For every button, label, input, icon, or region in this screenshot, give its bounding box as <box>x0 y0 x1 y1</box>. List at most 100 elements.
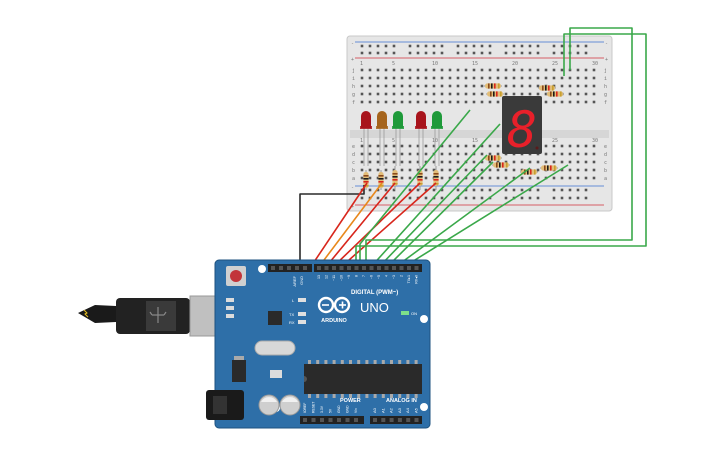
breadboard-hole <box>440 152 444 156</box>
header-hole[interactable] <box>271 266 275 270</box>
display-digit: 8 <box>507 101 537 159</box>
header-hole[interactable] <box>279 266 283 270</box>
breadboard-hole <box>368 144 372 148</box>
digital-pin-hole[interactable] <box>384 266 389 270</box>
breadboard-hole <box>512 84 516 88</box>
digital-pin-hole[interactable] <box>369 266 374 270</box>
analog-pin-hole[interactable] <box>397 418 402 422</box>
power-pin-hole[interactable] <box>328 418 333 422</box>
usb-cable[interactable] <box>78 295 231 337</box>
wire-pin13[interactable] <box>309 182 368 269</box>
wire-pin3[interactable] <box>393 167 531 269</box>
bottom-pin-holes[interactable] <box>303 418 419 422</box>
wire-pin5[interactable] <box>377 154 488 269</box>
rail-plus-label-bottom: + <box>351 204 354 210</box>
reset-button-cap[interactable] <box>230 270 242 282</box>
row-letter: b <box>604 168 607 174</box>
breadboard-hole <box>560 84 564 88</box>
digital-pin-hole[interactable] <box>317 266 321 270</box>
breadboard-hole <box>576 188 580 192</box>
breadboard-hole <box>424 68 428 72</box>
breadboard-hole <box>360 144 364 148</box>
breadboard-hole <box>448 144 452 148</box>
breadboard-hole <box>552 68 556 72</box>
center-channel <box>350 130 609 138</box>
digital-pin-hole[interactable] <box>354 266 359 270</box>
chip-leg <box>357 360 361 364</box>
breadboard-hole <box>400 176 404 180</box>
mount-hole <box>258 265 266 273</box>
wire-gnd[interactable] <box>299 185 365 268</box>
digital-pin-hole[interactable] <box>407 266 411 270</box>
breadboard-hole <box>392 168 396 172</box>
power-pin-hole[interactable] <box>303 418 307 422</box>
breadboard-hole <box>376 144 380 148</box>
header-hole[interactable] <box>295 266 299 270</box>
breadboard-hole <box>360 152 364 156</box>
analog-pin-hole[interactable] <box>414 418 419 422</box>
resistor <box>392 166 398 190</box>
chip-notch <box>304 376 307 382</box>
breadboard-hole <box>440 76 444 80</box>
analog-pin-hole[interactable] <box>389 418 394 422</box>
breadboard-hole <box>480 92 484 96</box>
wire-pin2[interactable] <box>401 164 569 269</box>
digital-pin-hole[interactable] <box>392 266 396 270</box>
breadboard-hole <box>408 44 412 48</box>
analog-pin-label: A4 <box>405 407 410 413</box>
row-letter: d <box>604 152 607 158</box>
digital-pin-hole[interactable] <box>347 266 351 270</box>
wire-pin12[interactable] <box>317 182 383 269</box>
header-hole[interactable] <box>303 266 307 270</box>
breadboard-hole <box>472 44 476 48</box>
breadboard-hole <box>376 168 380 172</box>
breadboard-hole <box>568 92 572 96</box>
breadboard-hole <box>584 152 588 156</box>
power-pin-hole[interactable] <box>311 418 316 422</box>
analog-pin-hole[interactable] <box>381 418 386 422</box>
power-pin-hole[interactable] <box>345 418 350 422</box>
analog-pin-hole[interactable] <box>406 418 411 422</box>
power-pin-hole[interactable] <box>354 418 358 422</box>
breadboard-hole <box>512 188 516 192</box>
digital-pin-hole[interactable] <box>339 266 344 270</box>
digital-pin-hole[interactable] <box>362 266 366 270</box>
wire-pin6[interactable] <box>369 123 501 269</box>
breadboard-hole <box>368 152 372 156</box>
wire-pin0[interactable] <box>355 33 647 268</box>
digital-pin-hole[interactable] <box>414 266 419 270</box>
breadboard-hole <box>536 44 540 48</box>
breadboard-hole <box>496 76 500 80</box>
breadboard-hole <box>512 51 516 55</box>
seven-segment-display[interactable]: 8 <box>502 96 542 159</box>
breadboard-hole <box>408 176 412 180</box>
wire-pin1[interactable] <box>365 27 633 268</box>
digital-pin-hole[interactable] <box>377 266 381 270</box>
breadboard-hole <box>376 76 380 80</box>
column-number: 1 <box>360 138 363 144</box>
breadboard-hole <box>376 92 380 96</box>
breadboard-hole <box>416 92 420 96</box>
header-hole[interactable] <box>287 266 291 270</box>
wire-pin11[interactable] <box>324 182 396 269</box>
digital-pin-holes[interactable] <box>271 266 419 270</box>
analog-pin-hole[interactable] <box>373 418 377 422</box>
resistor <box>363 170 369 190</box>
breadboard-hole <box>408 92 412 96</box>
breadboard-hole <box>592 144 596 148</box>
power-pin-hole[interactable] <box>320 418 324 422</box>
wire-pin4[interactable] <box>385 161 494 269</box>
breadboard-hole <box>504 188 508 192</box>
digital-pin-hole[interactable] <box>399 266 404 270</box>
breadboard-hole <box>512 160 516 164</box>
digital-pin-hole[interactable] <box>332 266 336 270</box>
breadboard-hole <box>472 188 476 192</box>
power-pin-hole[interactable] <box>337 418 341 422</box>
breadboard-hole <box>416 44 420 48</box>
breadboard-hole <box>568 76 572 80</box>
digital-pin-hole[interactable] <box>324 266 329 270</box>
column-number: 25 <box>552 138 558 144</box>
breadboard-hole <box>496 168 500 172</box>
